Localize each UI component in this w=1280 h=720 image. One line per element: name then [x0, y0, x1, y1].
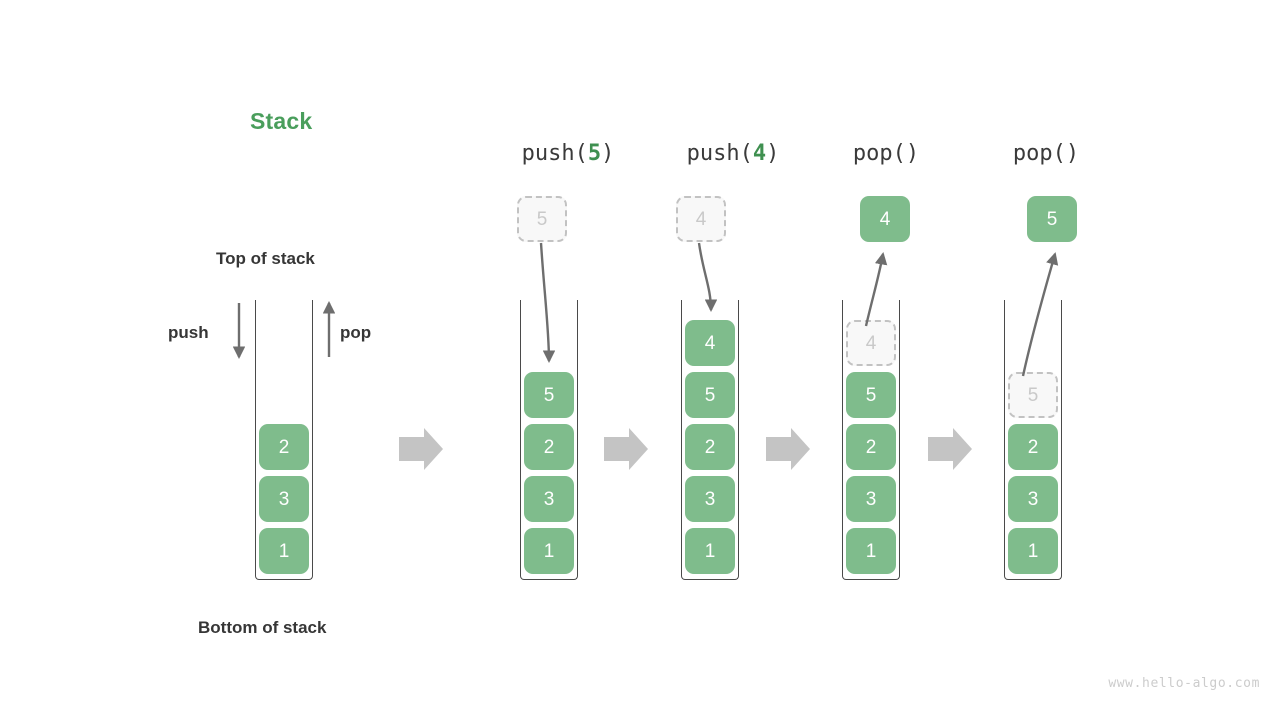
popped-slot-ghost: 5: [1008, 372, 1058, 418]
stack-cell: 1: [685, 528, 735, 574]
stack-tube-push-4: [681, 300, 739, 580]
incoming-item-ghost: 4: [676, 196, 726, 242]
stack-cell: 3: [1008, 476, 1058, 522]
watermark: www.hello-algo.com: [1108, 676, 1260, 691]
op-text: push(: [521, 141, 588, 166]
step-arrow: [399, 428, 443, 470]
stack-cell: 1: [1008, 528, 1058, 574]
stack-cell: 3: [259, 476, 309, 522]
stack-cell: 1: [259, 528, 309, 574]
stack-cell: 2: [259, 424, 309, 470]
stack-tube-initial: [255, 300, 313, 580]
op-text: pop(: [852, 141, 906, 166]
stack-cell: 5: [846, 372, 896, 418]
stack-cell: 3: [524, 476, 574, 522]
stack-cell: 3: [685, 476, 735, 522]
stack-cell: 2: [846, 424, 896, 470]
top-of-stack-label: Top of stack: [216, 249, 315, 268]
step-arrow: [604, 428, 648, 470]
op-text-end: ): [905, 141, 920, 166]
stack-cell: 2: [1008, 424, 1058, 470]
stack-cell: 5: [685, 372, 735, 418]
stack-tube-push-5: [520, 300, 578, 580]
push-label: push: [168, 323, 209, 342]
pop-label: pop: [340, 323, 372, 342]
op-label-pop-1: pop(): [853, 141, 919, 166]
stack-cell: 2: [524, 424, 574, 470]
op-label-push-5: push(5): [522, 141, 615, 166]
stack-cell: 5: [524, 372, 574, 418]
page-title: Stack: [250, 108, 313, 134]
stack-cell: 1: [524, 528, 574, 574]
stack-tube-pop-2: [1004, 300, 1062, 580]
incoming-item-ghost: 5: [517, 196, 567, 242]
stack-tube-pop-1: [842, 300, 900, 580]
op-text-end: ): [601, 141, 615, 166]
outgoing-item: 4: [860, 196, 910, 242]
op-arg: 4: [752, 141, 767, 166]
stack-cell: 4: [685, 320, 735, 366]
stack-cell: 3: [846, 476, 896, 522]
outgoing-item: 5: [1027, 196, 1077, 242]
op-text: pop(: [1012, 141, 1066, 166]
stack-cell: 1: [846, 528, 896, 574]
bottom-of-stack-label: Bottom of stack: [198, 618, 327, 637]
step-arrow: [928, 428, 972, 470]
op-label-push-4: push(4): [687, 141, 780, 166]
stack-cell: 2: [685, 424, 735, 470]
op-text: push(: [686, 141, 753, 166]
op-label-pop-2: pop(): [1013, 141, 1079, 166]
step-arrow: [766, 428, 810, 470]
op-text-end: ): [1065, 141, 1080, 166]
op-text-end: ): [766, 141, 780, 166]
popped-slot-ghost: 4: [846, 320, 896, 366]
op-arg: 5: [587, 141, 602, 166]
